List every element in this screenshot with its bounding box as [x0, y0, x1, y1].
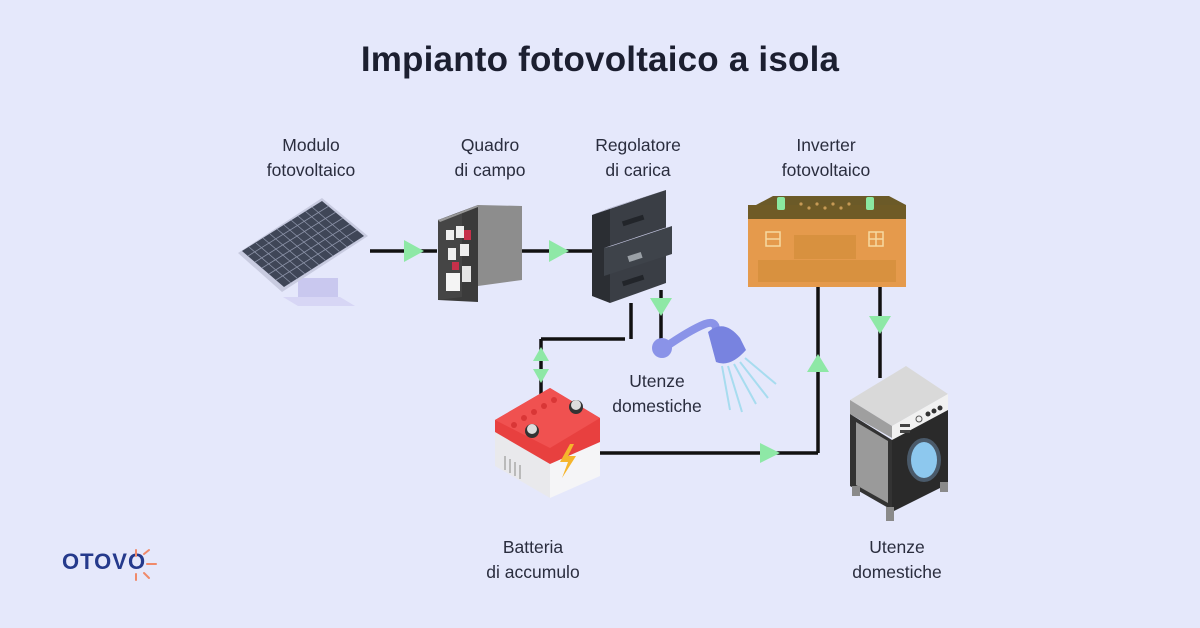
electrical-cabinet-icon	[438, 205, 522, 302]
label-ac-loads: Utenze domestiche	[852, 537, 942, 582]
diagram-title: Impianto fotovoltaico a isola	[360, 40, 840, 79]
label-dc-loads: Utenze domestiche	[612, 371, 702, 416]
arrow-down-icon	[650, 298, 672, 316]
inverter-icon	[748, 196, 906, 287]
arrow-down-icon	[869, 316, 891, 334]
arrow-down-icon	[533, 369, 549, 383]
charge-controller-icon	[592, 190, 672, 303]
label-pv-module: Modulo fotovoltaico	[266, 135, 356, 180]
arrow-right-icon	[404, 240, 424, 262]
otovo-logo: OTOVO	[62, 549, 147, 574]
arrow-right-icon	[549, 240, 569, 262]
shower-icon	[652, 318, 777, 413]
arrow-right-icon	[760, 443, 780, 463]
label-inverter: Inverter fotovoltaico	[781, 135, 871, 180]
solar-panel-icon	[238, 198, 368, 306]
sun-rays-icon	[135, 549, 157, 581]
flow-arrows	[404, 240, 891, 463]
washing-machine-icon	[850, 366, 948, 521]
battery-icon	[495, 388, 600, 498]
label-field-panel: Quadro di campo	[454, 135, 526, 180]
arrow-up-icon	[533, 347, 549, 361]
arrow-up-icon	[807, 354, 829, 372]
label-charge-controller: Regolatore di carica	[595, 135, 681, 180]
label-battery: Batteria di accumulo	[486, 537, 580, 582]
